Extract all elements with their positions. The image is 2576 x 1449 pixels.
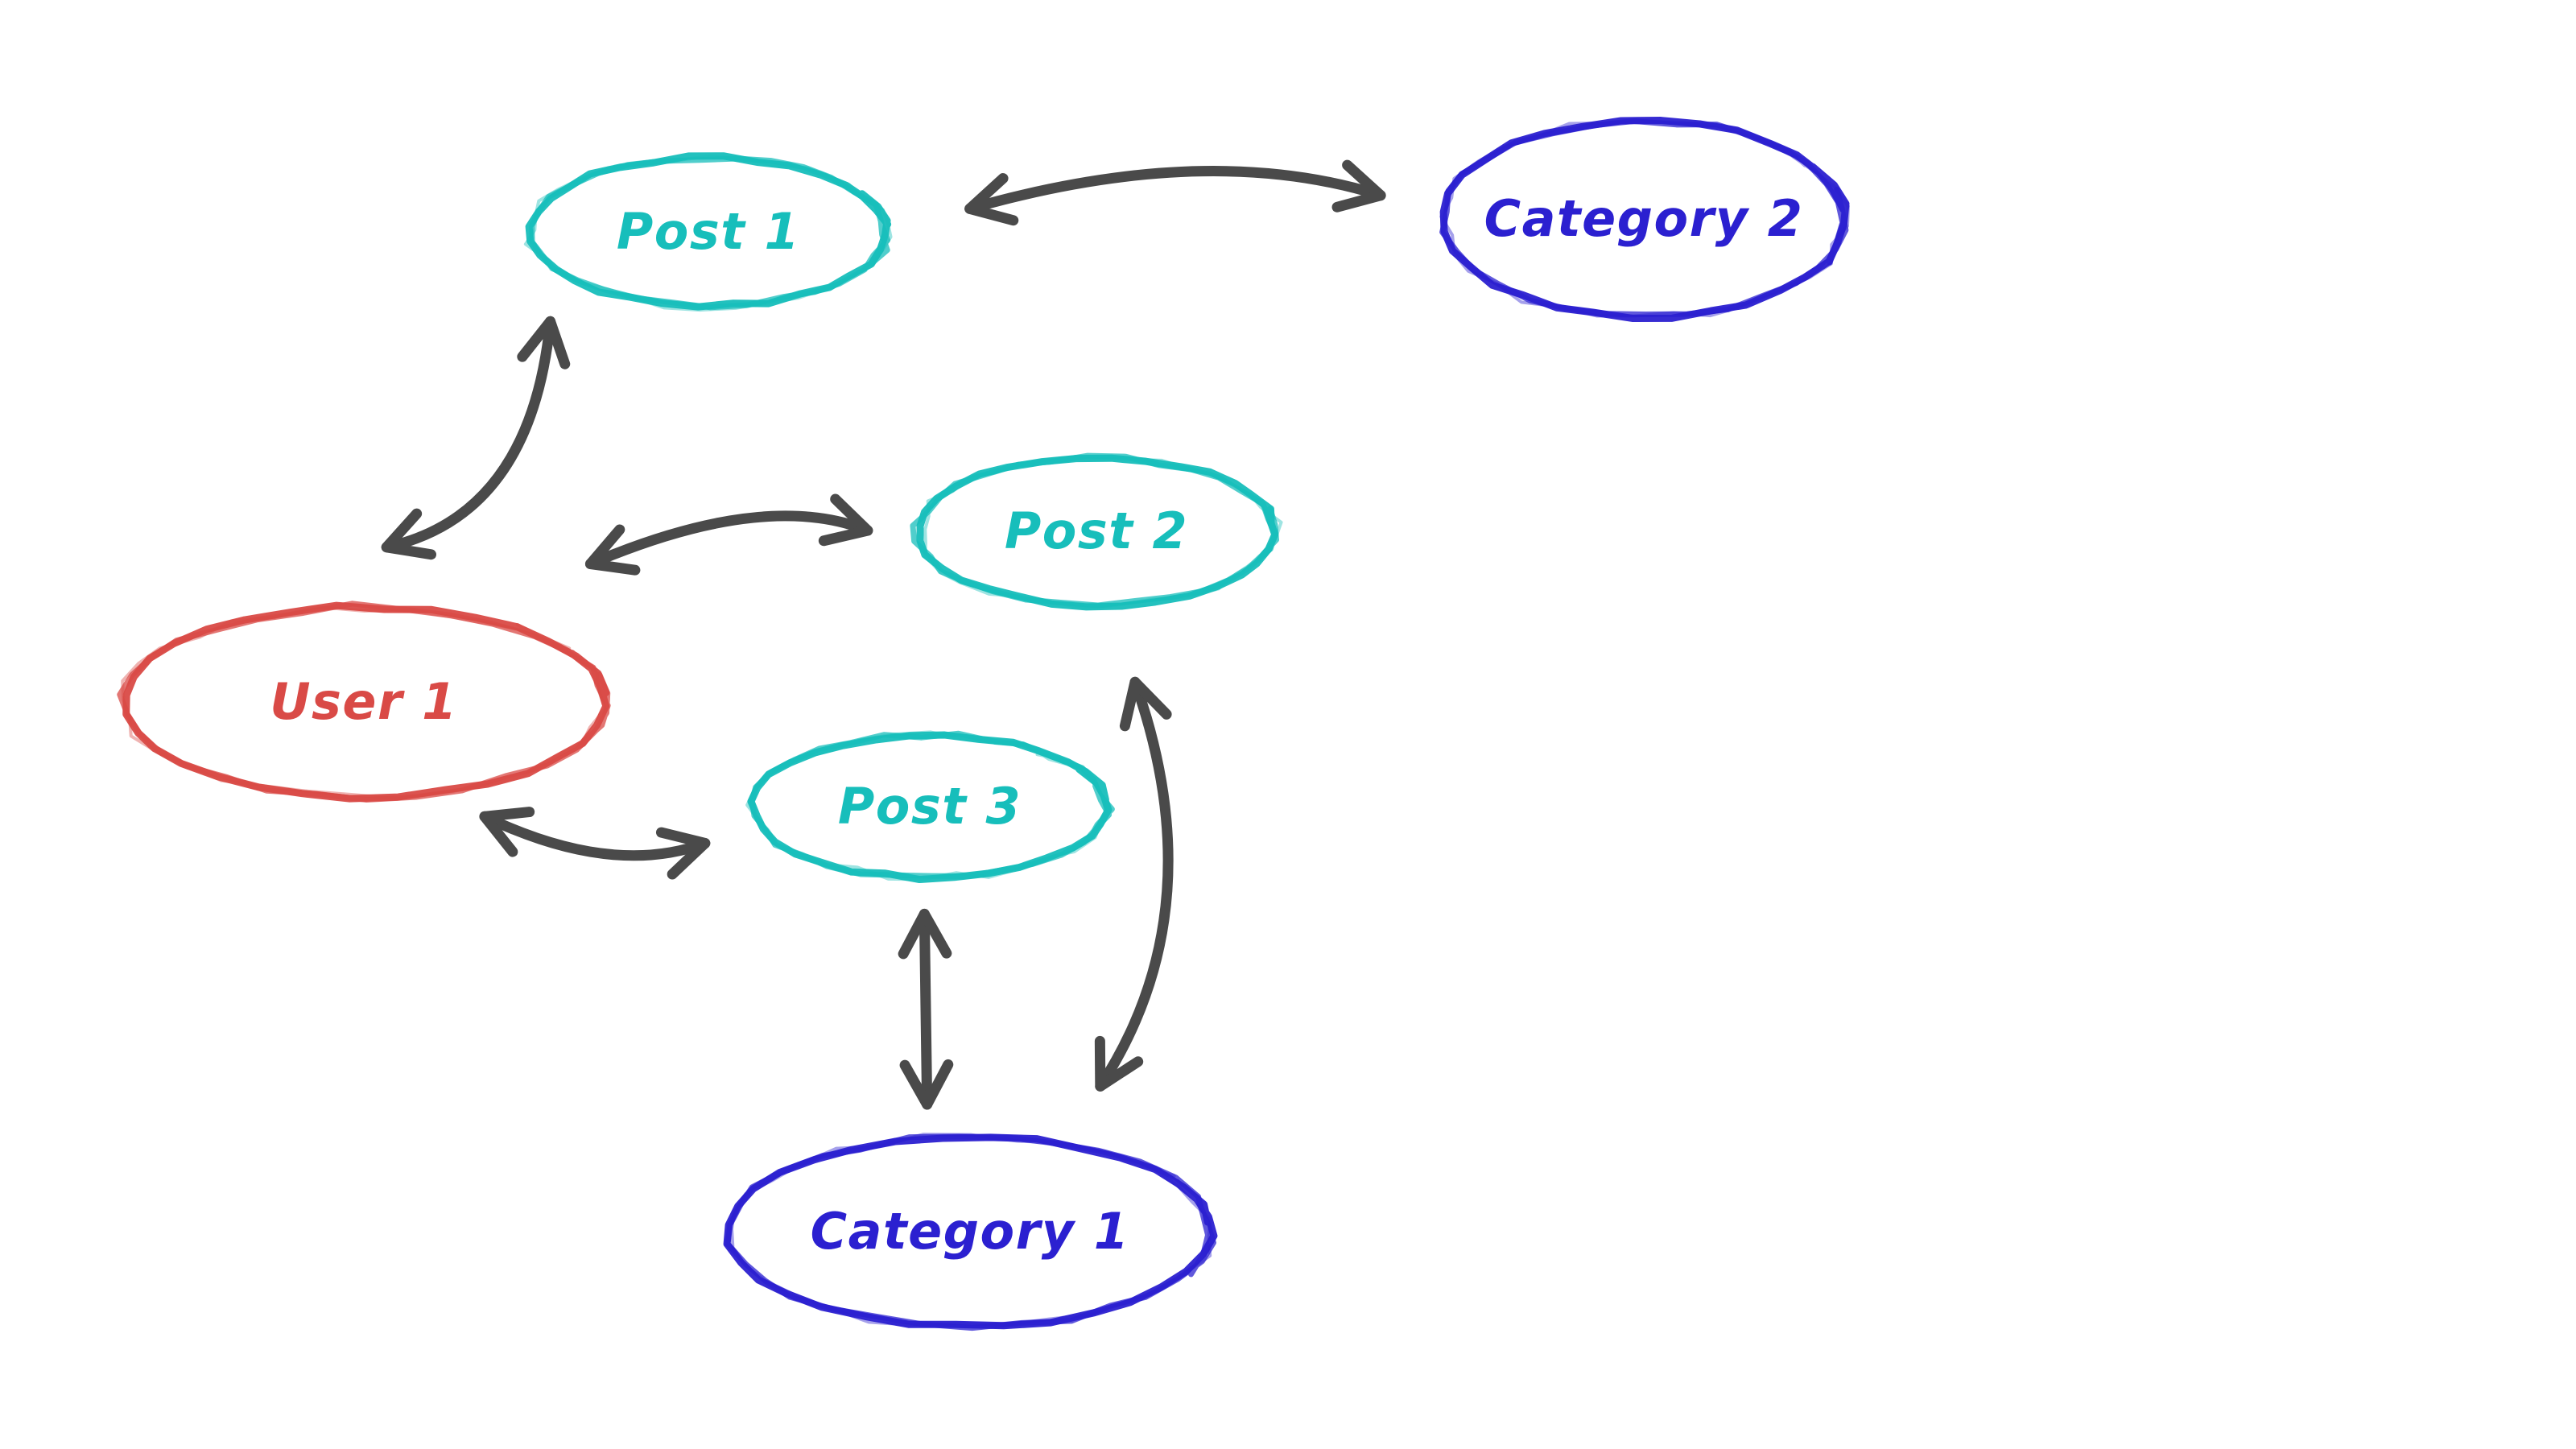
edge-user-1-to-post-1[interactable] — [381, 316, 571, 560]
arrowhead-start-edge-user1-post1 — [381, 508, 436, 560]
node-outline-category-1-pass-2 — [724, 1133, 1216, 1331]
edge-shaft-edge-post1-category2 — [964, 166, 1386, 214]
node-outline-category-2-pass-2 — [1439, 118, 1849, 318]
edge-post-3-to-category-1[interactable] — [898, 908, 954, 1110]
node-post-2[interactable]: Post 2 — [910, 452, 1283, 611]
arrowhead-start-edge-user1-post2 — [584, 524, 641, 576]
arrowhead-end-edge-post2-category1 — [1094, 1035, 1144, 1092]
node-label-category-1: Category 1 — [811, 1202, 1130, 1261]
node-outline-post-3-pass-3 — [745, 730, 1108, 881]
node-category-1[interactable]: Category 1 — [723, 1133, 1218, 1331]
arrowhead-start-edge-user1-post3 — [479, 807, 535, 857]
arrowhead-start-edge-post3-category1 — [898, 908, 952, 960]
node-label-category-2: Category 2 — [1484, 189, 1804, 248]
node-label-post-3: Post 3 — [838, 777, 1022, 836]
edge-user-1-to-post-3[interactable] — [479, 807, 711, 880]
node-outline-post-1-pass-2 — [529, 155, 891, 311]
node-label-post-1: Post 1 — [617, 202, 800, 261]
arrowhead-end-edge-user1-post2 — [818, 493, 873, 547]
arrowhead-end-edge-post1-category2 — [1331, 159, 1386, 213]
node-post-3[interactable]: Post 3 — [745, 730, 1115, 884]
node-outline-category-1-pass-3 — [730, 1133, 1212, 1327]
arrowhead-end-edge-post3-category1 — [899, 1059, 954, 1110]
edge-shaft-edge-user1-post3 — [479, 811, 711, 861]
edge-user-1-to-post-2[interactable] — [584, 493, 873, 576]
edge-post-2-to-category-1[interactable] — [1094, 676, 1174, 1092]
node-outline-user-1-pass-3 — [121, 605, 607, 800]
edges-layer — [381, 159, 1386, 1110]
node-user-1[interactable]: User 1 — [117, 601, 611, 803]
node-post-1[interactable]: Post 1 — [523, 152, 893, 312]
edge-shaft-edge-post2-category1 — [1095, 676, 1174, 1092]
edge-shaft-edge-user1-post2 — [584, 510, 873, 570]
edge-shaft-edge-user1-post1 — [381, 316, 556, 553]
node-label-user-1: User 1 — [270, 672, 458, 731]
arrowhead-end-edge-user1-post1 — [517, 316, 571, 369]
node-outline-post-2-pass-2 — [910, 452, 1280, 609]
edge-post-1-to-category-2[interactable] — [964, 159, 1386, 226]
node-category-2[interactable]: Category 2 — [1439, 117, 1851, 322]
node-outline-post-1-pass-3 — [523, 155, 893, 312]
arrowhead-start-edge-post1-category2 — [964, 173, 1019, 226]
node-outline-post-2-pass-3 — [923, 456, 1283, 610]
arrowhead-end-edge-user1-post3 — [655, 827, 711, 880]
node-label-post-2: Post 2 — [1005, 502, 1188, 560]
node-outline-user-1-pass-2 — [117, 601, 611, 803]
node-outline-post-3-pass-2 — [749, 730, 1115, 879]
edge-shaft-edge-post3-category1 — [919, 908, 933, 1110]
nodes-layer: Post 1 Category 2 Post 2 User 1 Post 3 Catego… — [117, 117, 1851, 1331]
arrowhead-start-edge-post2-category1 — [1119, 676, 1172, 732]
node-outline-category-2-pass-3 — [1439, 119, 1851, 318]
